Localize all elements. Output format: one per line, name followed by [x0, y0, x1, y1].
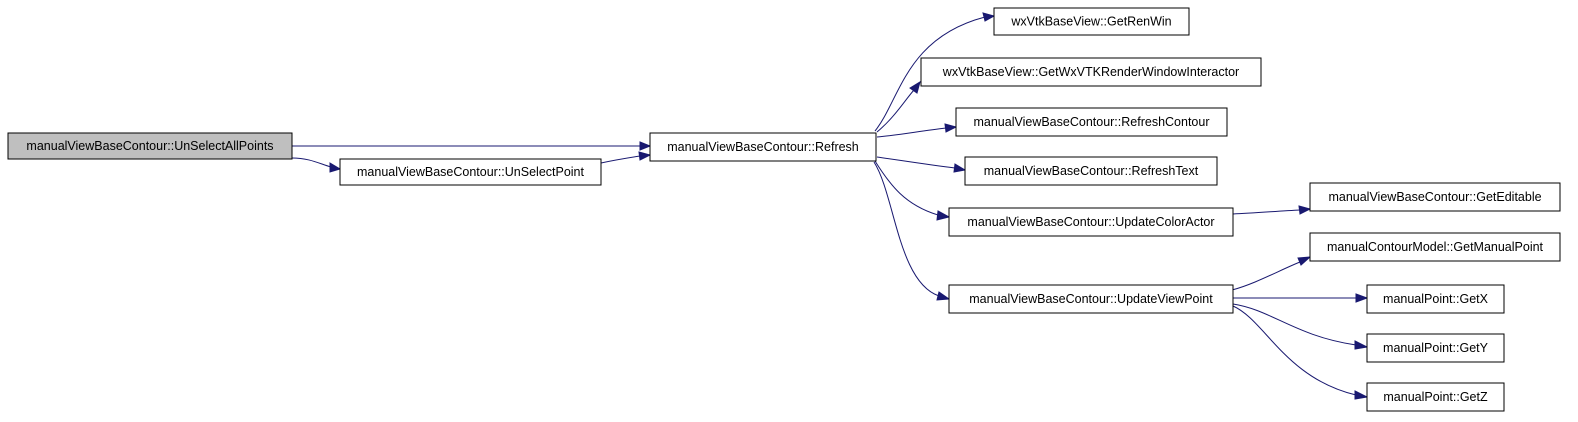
node-label: wxVtkBaseView::GetRenWin	[1010, 15, 1171, 29]
node-getmanualpoint[interactable]: manualContourModel::GetManualPoint	[1309, 232, 1561, 262]
edge-refresh-to-getwxvtkrenderwindowinteractor	[876, 80, 921, 133]
node-label: manualViewBaseContour::UnSelectPoint	[357, 165, 585, 179]
node-gety[interactable]: manualPoint::GetY	[1366, 333, 1505, 363]
node-getrenwin[interactable]: wxVtkBaseView::GetRenWin	[993, 7, 1190, 36]
node-label: manualViewBaseContour::UpdateColorActor	[967, 215, 1214, 229]
node-unselectallpoints[interactable]: manualViewBaseContour::UnSelectAllPoints	[7, 132, 293, 160]
edge-refresh-to-updatecoloractor	[874, 160, 951, 221]
node-label: manualViewBaseContour::Refresh	[667, 140, 859, 154]
edge-unselectallpoints-to-unselectpoint	[291, 157, 342, 173]
node-unselectpoint[interactable]: manualViewBaseContour::UnSelectPoint	[339, 158, 602, 186]
node-label: manualContourModel::GetManualPoint	[1327, 240, 1544, 254]
edge-updateviewpoint-to-gety	[1232, 303, 1369, 350]
node-refreshtext[interactable]: manualViewBaseContour::RefreshText	[964, 156, 1218, 186]
edges	[291, 12, 1369, 400]
edge-updateviewpoint-to-getmanualpoint	[1231, 256, 1312, 291]
node-label: manualPoint::GetZ	[1383, 390, 1488, 404]
edge-refresh-to-getrenwin	[874, 12, 996, 132]
edge-refresh-to-refreshcontour	[876, 123, 958, 138]
node-getx[interactable]: manualPoint::GetX	[1366, 284, 1505, 314]
nodes: manualViewBaseContour::UnSelectAllPoints…	[7, 7, 1561, 412]
node-label: wxVtkBaseView::GetWxVTKRenderWindowInter…	[942, 65, 1239, 79]
node-label: manualPoint::GetX	[1383, 292, 1489, 306]
edge-updatecoloractor-to-geteditable	[1232, 205, 1312, 215]
node-label: manualViewBaseContour::UpdateViewPoint	[969, 292, 1213, 306]
node-label: manualViewBaseContour::RefreshText	[984, 164, 1199, 178]
edge-refresh-to-refreshtext	[876, 156, 967, 173]
node-getwxvtkrenderwindowinteractor[interactable]: wxVtkBaseView::GetWxVTKRenderWindowInter…	[920, 57, 1262, 87]
edge-unselectpoint-to-refresh	[600, 151, 652, 164]
edge-updateviewpoint-to-getx	[1232, 293, 1369, 303]
node-refresh[interactable]: manualViewBaseContour::Refresh	[649, 132, 877, 162]
node-updateviewpoint[interactable]: manualViewBaseContour::UpdateViewPoint	[948, 284, 1234, 314]
node-label: manualViewBaseContour::GetEditable	[1328, 190, 1541, 204]
node-getz[interactable]: manualPoint::GetZ	[1366, 382, 1505, 412]
node-refreshcontour[interactable]: manualViewBaseContour::RefreshContour	[955, 107, 1228, 137]
node-label: manualViewBaseContour::UnSelectAllPoints	[26, 139, 273, 153]
edge-updateviewpoint-to-getz	[1232, 305, 1369, 400]
node-updatecoloractor[interactable]: manualViewBaseContour::UpdateColorActor	[948, 207, 1234, 237]
edge-unselectallpoints-to-refresh	[292, 141, 652, 151]
node-geteditable[interactable]: manualViewBaseContour::GetEditable	[1309, 182, 1561, 212]
edge-refresh-to-updateviewpoint	[873, 161, 951, 301]
node-label: manualViewBaseContour::RefreshContour	[973, 115, 1209, 129]
node-label: manualPoint::GetY	[1383, 341, 1489, 355]
